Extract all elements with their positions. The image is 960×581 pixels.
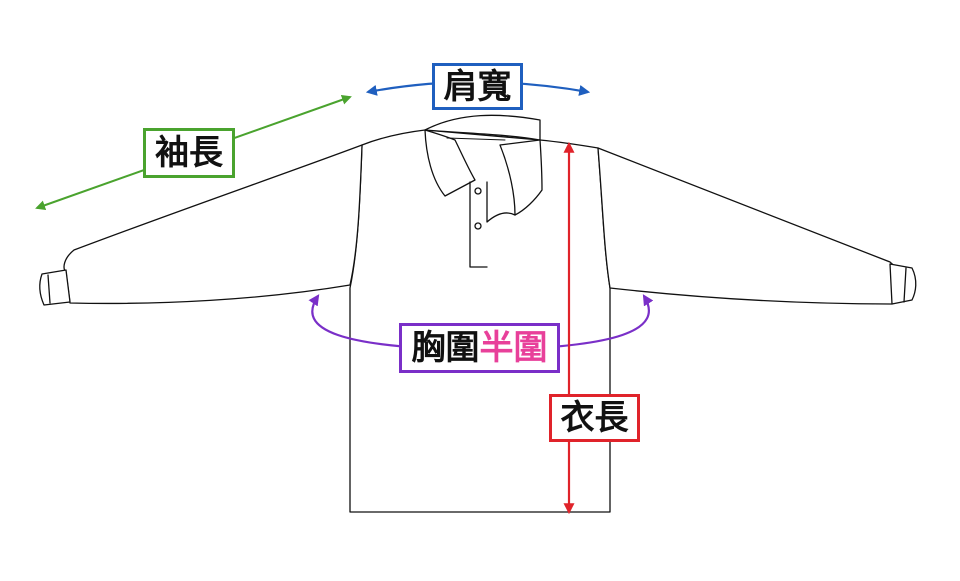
shoulder-width-label: 肩寬 [432, 63, 523, 110]
button-lower [474, 222, 482, 230]
button-upper [474, 187, 482, 195]
sleeve-length-label: 袖長 [143, 128, 235, 178]
chest-half-text: 半圍 [479, 328, 548, 368]
collar-back-band [424, 114, 541, 141]
body-length-label: 衣長 [549, 394, 640, 442]
body-length-text: 衣長 [560, 398, 629, 438]
right-sleeve-outline [597, 147, 899, 305]
sleeve-length-text: 袖長 [155, 133, 223, 173]
shoulder-width-text: 肩寬 [443, 66, 512, 107]
right-cuff-outline [889, 263, 917, 305]
left-cuff-outline [39, 269, 71, 306]
collar-right-flap [499, 139, 543, 216]
chest-label: 胸圍 半圍 [399, 323, 560, 373]
placket [469, 181, 516, 268]
chest-around-text: 胸圍 [411, 328, 480, 368]
shirt-body-outline [349, 129, 611, 513]
collar-left-flap [424, 129, 476, 197]
